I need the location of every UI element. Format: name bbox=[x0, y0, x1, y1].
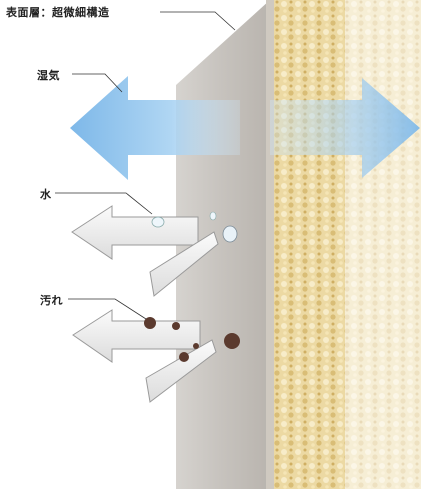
label-surface-layer: 表面層：超微細構造 bbox=[6, 6, 110, 19]
dirt-particle bbox=[179, 352, 189, 362]
water-drop bbox=[209, 211, 217, 221]
dirt-particle bbox=[224, 333, 240, 349]
water-arrow bbox=[71, 205, 199, 260]
water-drop bbox=[151, 216, 165, 228]
dirt-particle bbox=[172, 322, 180, 330]
dirt-particle bbox=[144, 317, 156, 329]
label-dirt: 汚れ bbox=[40, 294, 63, 307]
leader-line-water bbox=[55, 192, 153, 215]
moisture-arrow-left bbox=[70, 76, 240, 180]
leader-line-moisture bbox=[72, 73, 123, 93]
porous-layer-fade bbox=[345, 0, 421, 489]
dirt-arrow bbox=[72, 309, 201, 363]
dirt-incoming-bar bbox=[145, 339, 217, 403]
label-water: 水 bbox=[40, 188, 52, 201]
label-moisture: 湿気 bbox=[37, 69, 60, 82]
moisture-arrow-right bbox=[270, 78, 420, 178]
leader-line-surface bbox=[160, 11, 236, 31]
leader-line-dirt bbox=[68, 298, 147, 320]
water-drop bbox=[222, 225, 238, 243]
dirt-particle bbox=[193, 343, 199, 349]
water-incoming-bar bbox=[149, 231, 219, 297]
panel-edge bbox=[266, 0, 274, 489]
